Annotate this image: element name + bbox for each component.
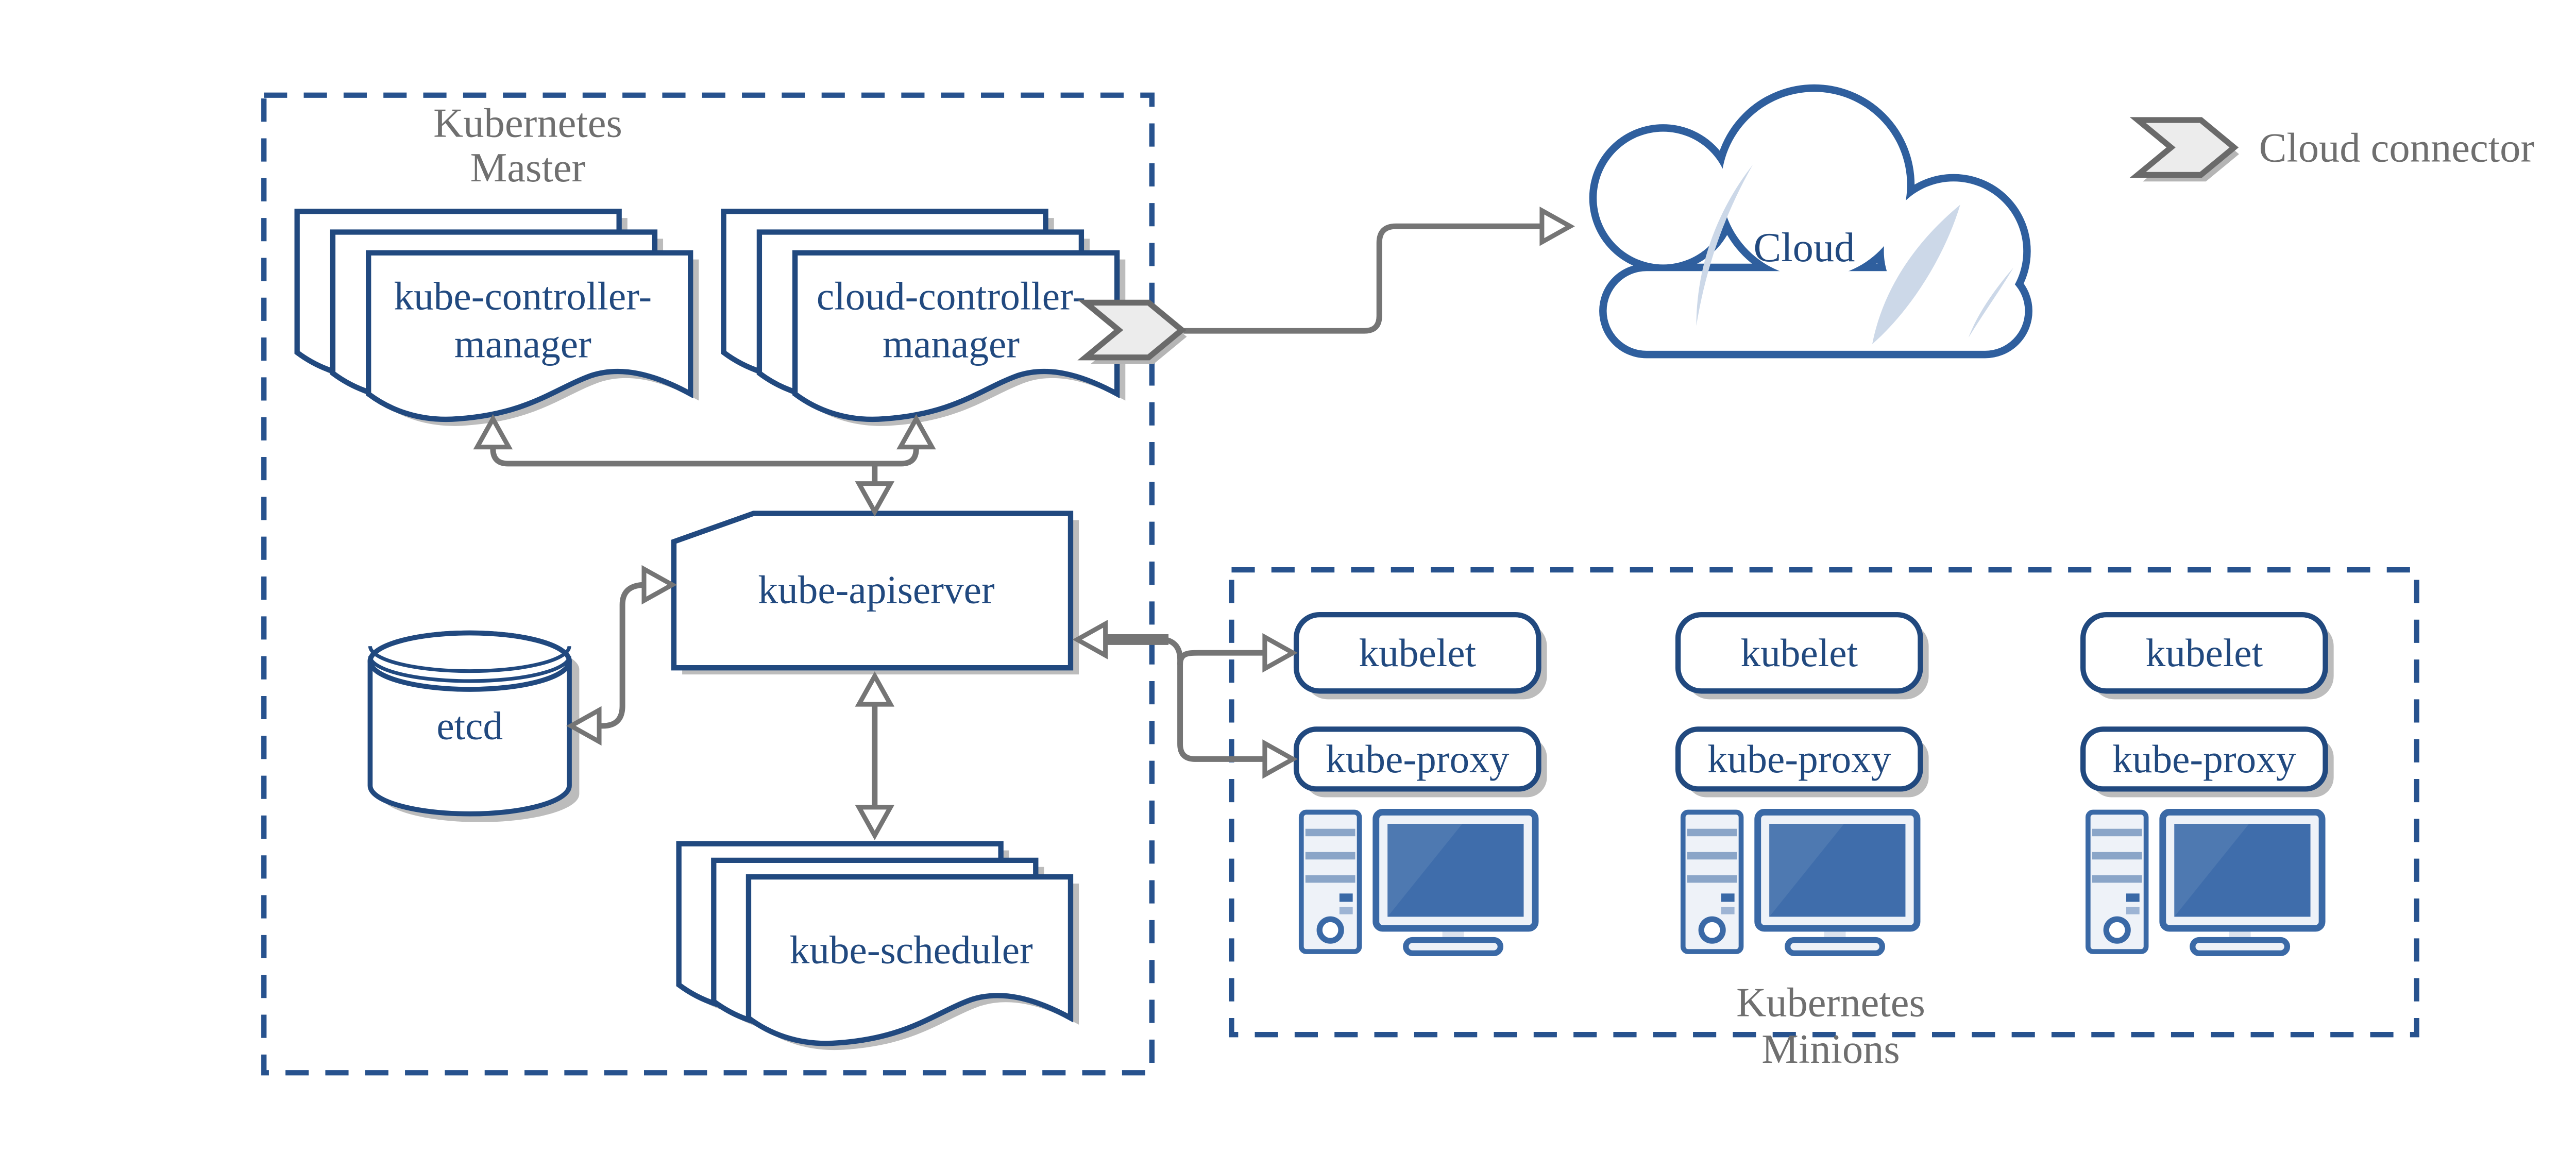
kube-proxy-box-1 [1293,726,1541,792]
connector-to-cloud-line [1183,223,1542,334]
kubelet-box-2 [1675,612,1923,694]
minion-node-2: kubelet kube-proxy [1675,612,1929,953]
master-label-line1: Kubernetes [433,100,622,146]
arrowhead-right-cloud [1542,211,1570,242]
arrowhead-right-apiserver-left [644,569,672,601]
kube-proxy-box-3 [2080,726,2328,792]
kube-proxy-label-1: kube-proxy [1326,737,1510,781]
cloud-fill-left [1597,131,1730,265]
legend-label: Cloud connector [2259,125,2535,171]
kubelet-label-3: kubelet [2146,631,2263,675]
kube-proxy-label-2: kube-proxy [1707,737,1891,781]
cloud-controller-manager-label-line2: manager [883,322,1020,366]
kube-scheduler-node: kube-scheduler [679,844,1079,1050]
database-rim-line-2 [368,656,571,683]
minions-label-line2: Minions [1761,1026,1900,1072]
database-rim-line-1 [368,646,571,673]
cloud-accent-crescent-3 [1968,267,2013,338]
arrowhead-up-apiserver-bottom [859,676,890,704]
minion-node-1: kubelet kube-proxy [1293,612,1547,953]
apiserver-to-kubelet-line [1177,650,1265,665]
cloud-controller-manager-label-line1: cloud-controller- [817,274,1086,318]
kubernetes-master-boundary [261,92,1155,1076]
legend: Cloud connector [2138,120,2535,182]
kubelet-box-3 [2080,612,2328,694]
minion-node-3: kubelet kube-proxy [2080,612,2334,953]
kubelet-label-1: kubelet [1359,631,1477,675]
apiserver-to-etcd-line [599,582,646,729]
arrowhead-left-apiserver-right [1077,624,1106,655]
kube-proxy-label-3: kube-proxy [2112,737,2296,781]
cloud-node: Cloud [1589,84,2032,359]
cloud-fill-base [1606,271,2025,351]
apiserver-box [671,511,1074,671]
computer-icon-2 [1683,812,1917,953]
computer-icon-1 [1301,812,1535,953]
cloud-fill [1597,92,2025,351]
cloud-accents [1696,165,2013,344]
etcd-node: etcd [367,630,580,822]
connectors [490,223,1542,809]
kube-apiserver-label: kube-apiserver [758,568,995,612]
cloud-accent-crescent-2 [1872,205,1960,344]
arrowhead-down-scheduler [859,807,890,836]
kube-proxy-box-2 [1675,726,1923,792]
kube-controller-manager-node: kube-controller- manager [297,211,699,426]
cloud-controller-manager-node: cloud-controller- manager [724,211,1126,426]
kubelet-box-1 [1293,612,1541,694]
kube-controller-manager-label-line2: manager [454,322,591,366]
kubernetes-minions-boundary [1229,567,2419,1038]
controllers-to-apiserver-line [490,444,919,467]
arrowhead-right-kube-proxy [1265,743,1293,775]
master-label-line2: Master [470,145,586,191]
minions-label-line1: Kubernetes [1736,980,1925,1026]
computer-icon-3 [2088,812,2322,953]
etcd-label: etcd [436,704,503,748]
kube-apiserver-node: kube-apiserver [671,511,1079,675]
kubelet-label-2: kubelet [1741,631,1858,675]
cloud-fill-top [1721,92,1907,278]
arrowhead-right-kubelet [1265,637,1293,669]
cloud-label: Cloud [1753,225,1855,270]
arrowhead-down-apiserver-top [859,484,890,512]
kube-controller-manager-label-line1: kube-controller- [394,274,652,318]
kube-scheduler-label: kube-scheduler [790,928,1033,972]
apiserver-to-kubeproxy-line [1164,637,1265,762]
